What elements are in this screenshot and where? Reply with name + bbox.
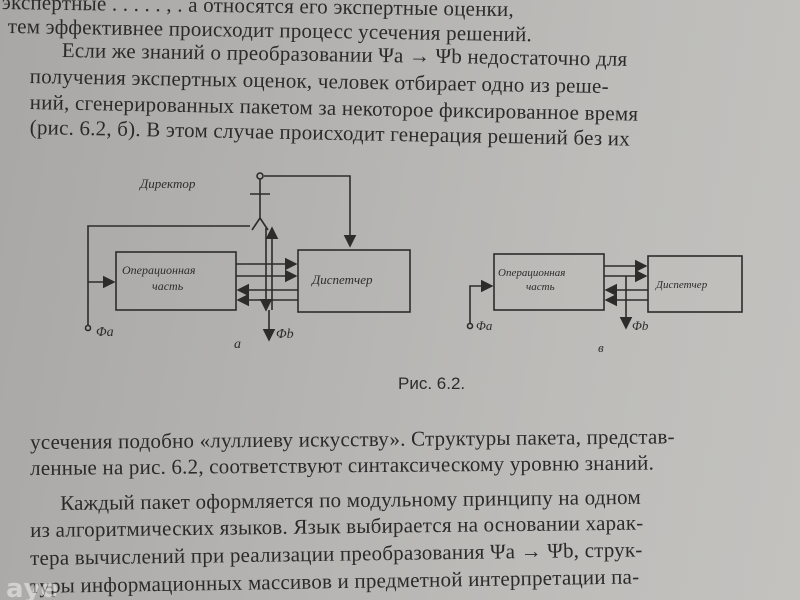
text-line: ленные на рис. 6.2, соответствуют синтак… <box>30 450 655 480</box>
phi-b-label-b: Φb <box>632 318 649 333</box>
operational-label-b-2: часть <box>526 281 555 293</box>
dispatcher-box-b <box>647 255 743 313</box>
operational-label-b: Операционная <box>498 267 565 279</box>
watermark-logo: ауе <box>6 574 59 600</box>
phi-b-label: Φb <box>276 327 294 342</box>
sub-label-b: в <box>598 340 604 355</box>
dispatcher-box-a <box>297 249 411 313</box>
operational-label-a: Операционная <box>122 263 196 277</box>
operational-part-box-b <box>493 253 605 311</box>
phi-a-label: Φa <box>96 325 114 340</box>
director-label: Директор <box>138 176 196 191</box>
figure-diagram: Директор Операционная часть Диспетчер Φa… <box>84 172 743 355</box>
operational-part-box-a <box>115 251 237 311</box>
dispatcher-label-a: Диспетчер <box>310 272 373 287</box>
dispatcher-label-b: Диспетчер <box>655 279 708 291</box>
figure-6-2: Директор Операционная часть Диспетчер Φa… <box>70 168 790 418</box>
operational-label-a-2: часть <box>152 279 184 293</box>
phi-a-label-b: Φa <box>476 318 493 333</box>
figure-caption: Рис. 6.2. <box>398 374 466 393</box>
sub-label-a: а <box>234 337 241 352</box>
